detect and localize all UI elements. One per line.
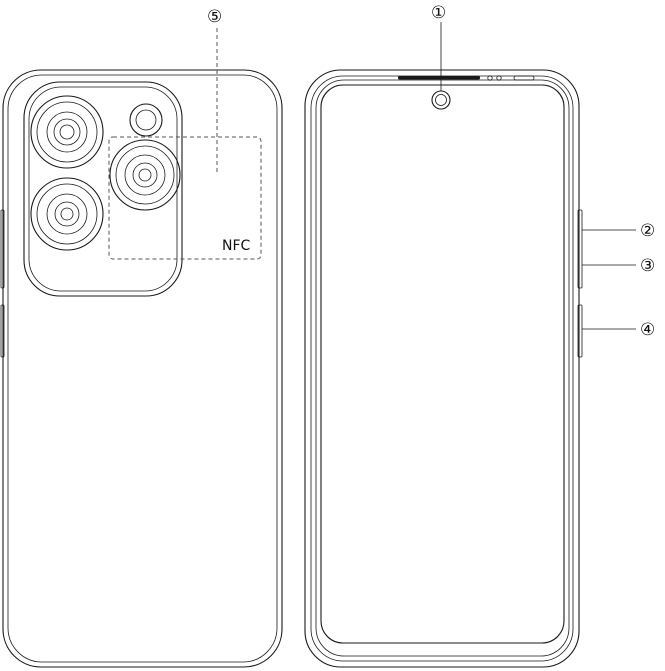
callout-5-label: ⑤	[207, 7, 222, 27]
secondary-camera-lens	[110, 140, 180, 210]
flash-icon	[130, 104, 162, 136]
front-screen	[321, 85, 564, 643]
callout-3-label: ③	[640, 256, 655, 276]
front-screen-bezel	[316, 80, 569, 656]
front-body-inner	[311, 76, 573, 661]
sensor-dot	[497, 76, 501, 80]
camera-island	[24, 82, 182, 296]
front-camera-icon	[432, 91, 450, 109]
front-body-outer	[305, 70, 579, 667]
third-camera-lens	[31, 178, 103, 250]
back-body-outer	[3, 70, 282, 667]
callout-4-label: ④	[640, 320, 655, 340]
sensor-slot	[514, 76, 534, 80]
callout-2-label: ②	[640, 221, 655, 241]
main-camera-lens	[31, 96, 103, 168]
nfc-label: NFC	[222, 238, 251, 254]
phone-back-view: NFC ⑤	[1, 7, 282, 667]
sensor-dot	[488, 76, 492, 80]
earpiece-speaker	[398, 76, 480, 80]
callout-1-label: ①	[431, 3, 446, 23]
phone-front-view: ① ② ③ ④	[305, 3, 655, 667]
